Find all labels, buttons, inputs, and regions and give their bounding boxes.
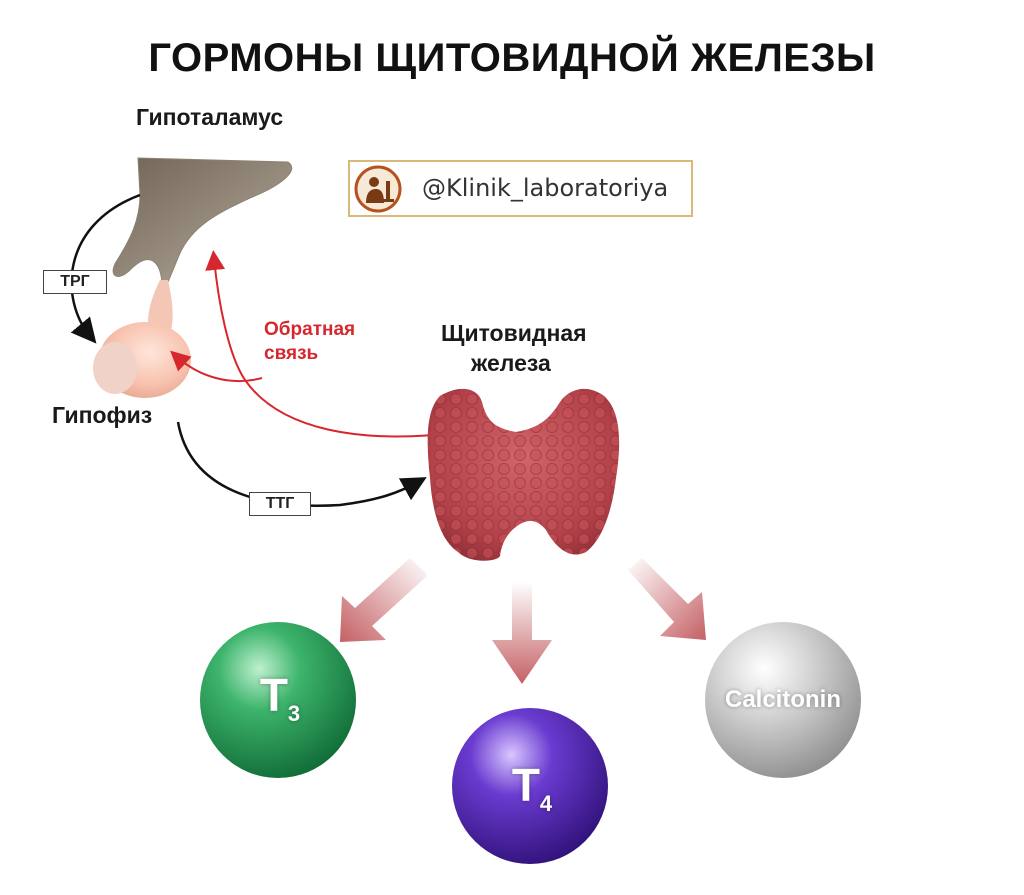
watermark-badge: @Klinik_laboratoriya <box>348 160 693 217</box>
feedback-arrow-pituitary <box>170 350 263 382</box>
tsh-label-box: ТТГ <box>249 492 311 516</box>
page-title: ГОРМОНЫ ЩИТОВИДНОЙ ЖЕЛЕЗЫ <box>148 36 876 80</box>
t4-sphere <box>452 708 608 864</box>
hypothalamus-shape <box>112 157 293 283</box>
pituitary-label: Гипофиз <box>52 402 153 428</box>
calcitonin-sphere <box>705 622 861 778</box>
release-arrow-calcitonin <box>628 558 706 640</box>
tsh-arrow <box>176 421 427 507</box>
calcitonin-label: Calcitonin <box>724 686 841 713</box>
t3-sphere <box>200 622 356 778</box>
t3-label: T3 <box>259 669 301 726</box>
feedback-label-line2: связь <box>264 343 319 364</box>
t4-label: T4 <box>511 759 553 816</box>
trh-arrow <box>70 193 141 344</box>
trh-label-box: ТРГ <box>43 270 107 294</box>
release-arrow-t3 <box>340 558 427 642</box>
thyroid-label-line1: Щитовидная <box>441 320 587 346</box>
thyroid-label-line2: железа <box>471 350 551 376</box>
watermark-handle: @Klinik_laboratoriya <box>422 174 669 202</box>
thyroid-shape <box>427 388 620 561</box>
release-arrow-t4 <box>492 582 552 684</box>
pituitary-stalk <box>148 280 173 335</box>
feedback-label-line1: Обратная <box>264 319 356 340</box>
hypothalamus-label: Гипоталамус <box>136 104 284 130</box>
feedback-arrow-hypothalamus <box>205 250 463 438</box>
laboratory-logo-icon <box>354 165 402 213</box>
